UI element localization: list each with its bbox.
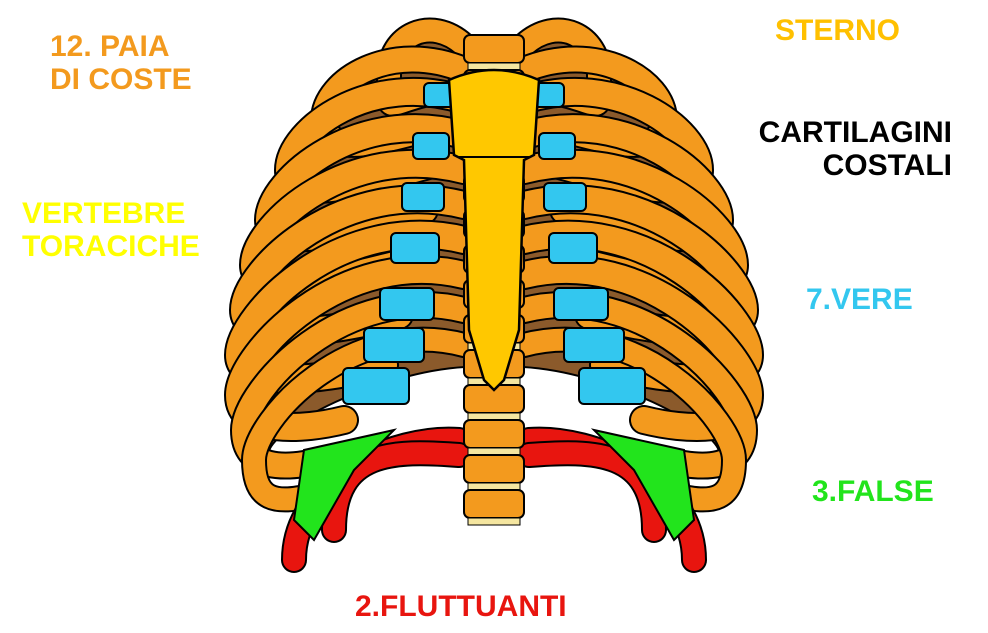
rib — [231, 292, 476, 478]
vertebra — [463, 34, 525, 64]
costal-cartilage-label: CARTILAGINI COSTALI — [759, 116, 952, 182]
vertebra — [463, 454, 525, 484]
true-ribs-label: 7.VERE — [806, 283, 913, 316]
true-rib-cartilage — [412, 132, 450, 160]
true-rib-cartilage — [363, 327, 425, 363]
true-rib-cartilage — [578, 367, 646, 405]
rib-pairs-label-line2: DI COSTE — [50, 63, 192, 96]
sternum-label: STERNO — [775, 14, 901, 47]
true-rib-cartilage — [342, 367, 410, 405]
thoracic-vertebrae-label-line2: TORACICHE — [22, 230, 200, 263]
false-rib-cartilage — [292, 428, 398, 542]
intervertebral-disc — [467, 517, 521, 526]
intervertebral-disc — [467, 412, 521, 421]
floating-ribs-label: 2.FLUTTUANTI — [355, 590, 567, 623]
false-ribs-label: 3.FALSE — [812, 475, 934, 508]
true-rib-cartilage — [543, 182, 587, 212]
intervertebral-disc — [467, 447, 521, 456]
rib — [511, 256, 763, 441]
costal-cartilage-label-line2: COSTALI — [822, 149, 952, 182]
rib-pairs-label-line1: 12. PAIA — [50, 30, 170, 63]
thoracic-vertebrae-label: VERTEBRE TORACICHE — [22, 197, 200, 263]
false-rib-cartilage — [590, 428, 696, 542]
true-rib-cartilage — [538, 132, 576, 160]
true-rib-cartilage — [553, 287, 609, 321]
true-rib-cartilage — [390, 232, 440, 264]
costal-cartilage — [292, 82, 696, 542]
floating-rib — [323, 442, 470, 541]
rib — [225, 256, 477, 441]
rib — [512, 292, 757, 478]
floating-rib — [518, 442, 665, 541]
true-rib-cartilage — [563, 327, 625, 363]
true-rib-cartilage — [379, 287, 435, 321]
intervertebral-disc — [467, 482, 521, 491]
thoracic-vertebrae-label-line1: VERTEBRE — [22, 197, 186, 230]
sternum — [447, 68, 541, 392]
vertebra — [463, 489, 525, 519]
vertebra — [463, 419, 525, 449]
sternum-body — [447, 68, 541, 392]
rib-pairs-label: 12. PAIA DI COSTE — [50, 30, 192, 96]
true-rib-cartilage — [401, 182, 445, 212]
costal-cartilage-label-line1: CARTILAGINI — [758, 116, 952, 149]
true-rib-cartilage — [548, 232, 598, 264]
